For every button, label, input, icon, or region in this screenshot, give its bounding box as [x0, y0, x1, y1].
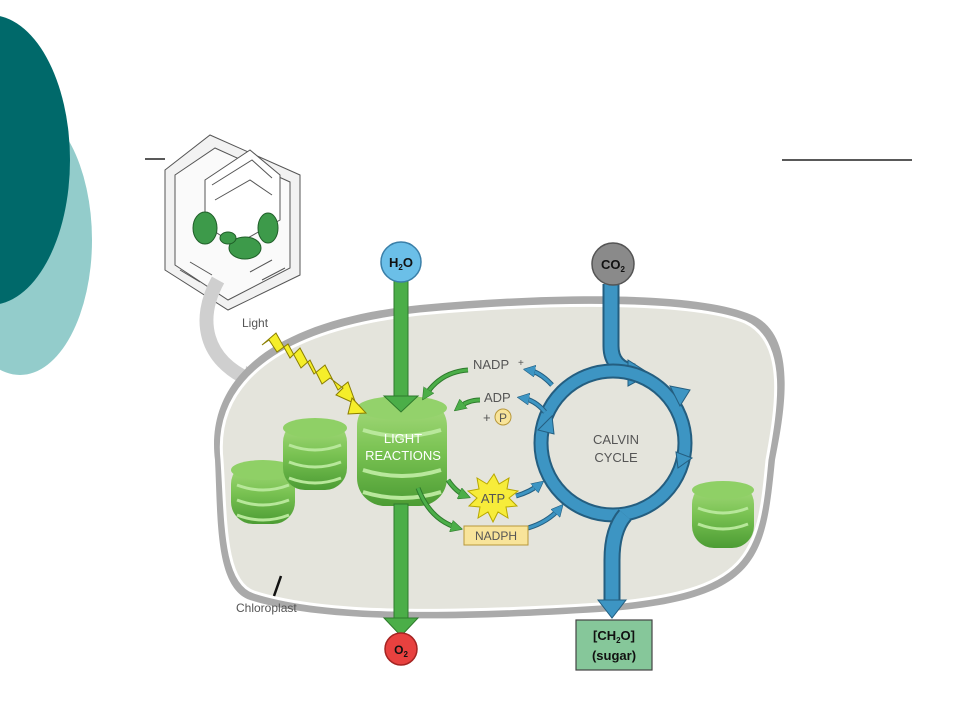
nadp-return-arrow	[425, 368, 469, 396]
oxygen-arrow	[393, 503, 409, 625]
plant-cell-illustration	[164, 134, 301, 311]
grana-stack-left	[231, 460, 295, 524]
teal-dark-circle	[0, 16, 70, 304]
adp-return-arrow	[458, 398, 481, 408]
calvin-to-nadp-arrow	[528, 370, 554, 387]
light-reactions-label-line2: REACTIONS	[365, 448, 441, 463]
calvin-cycle-label-line1: CALVIN	[593, 432, 639, 447]
calvin-cycle-label-line2: CYCLE	[594, 450, 638, 465]
nadph-output-arrow	[416, 487, 458, 528]
light-bolt	[261, 332, 357, 405]
sugar-box	[575, 619, 653, 671]
slide-decoration	[0, 16, 912, 375]
sugar-formula: [CH2O]	[593, 628, 635, 645]
atp-star	[466, 473, 520, 524]
atp-output-arrow	[446, 479, 466, 496]
co2-label: CO2	[601, 257, 626, 274]
light-bolt-head	[347, 396, 368, 415]
nadph-to-calvin-arrow	[527, 508, 560, 530]
light-reactions-label-line1: LIGHT	[384, 431, 422, 446]
light-label: Light	[242, 316, 269, 330]
calvin-cycle-ring	[535, 365, 691, 521]
calvin-to-adp-arrow	[522, 398, 547, 413]
atp-to-calvin-arrow	[515, 484, 540, 498]
water-molecule-circle	[380, 241, 422, 283]
grana-stack-mid-left	[283, 418, 347, 490]
oxygen-label: O2	[394, 643, 408, 659]
adp-label: ADP	[484, 390, 511, 405]
chloroplast-leader-line	[272, 575, 283, 597]
nadph-label: NADPH	[475, 529, 517, 543]
nadp-plus-sign: +	[518, 358, 524, 369]
atp-label: ATP	[481, 491, 505, 506]
oxygen-molecule-circle	[384, 632, 418, 666]
co2-molecule-circle	[591, 242, 635, 286]
nadph-box	[463, 525, 529, 546]
sugar-label: (sugar)	[592, 648, 636, 663]
chloroplast-label: Chloroplast	[236, 601, 297, 615]
sugar-arrow	[605, 510, 631, 604]
water-arrow	[393, 279, 409, 403]
zoom-arrow	[199, 276, 254, 387]
phosphate-circle	[494, 408, 512, 426]
adp-plus-sign: +	[483, 410, 491, 425]
phosphate-label: P	[499, 411, 507, 425]
grana-stack-right	[692, 481, 754, 548]
water-label: H2O	[389, 255, 413, 272]
nadp-label: NADP	[473, 357, 509, 372]
